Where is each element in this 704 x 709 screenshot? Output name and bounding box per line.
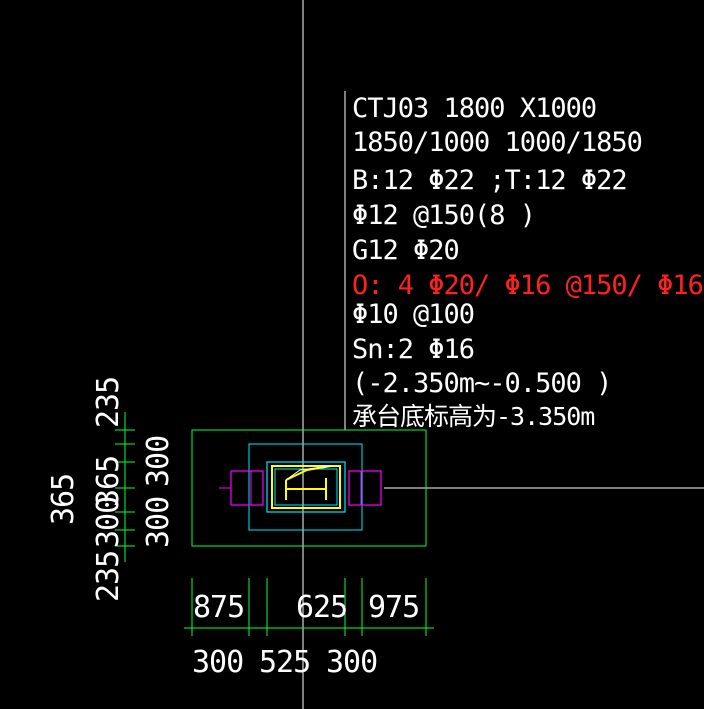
annotation-line-3: B:12 Φ22 ;T:12 Φ22 [352, 165, 627, 196]
left-dimension-ticks [115, 429, 135, 547]
annotation-line-7: Φ10 @100 [352, 299, 474, 330]
dim-left-outer-top: 235 [91, 377, 126, 428]
rebar-symbol [285, 465, 332, 500]
dim-bottom-top-3: 975 [368, 590, 419, 625]
annotation-block: CTJ03 1800 X1000 1850/1000 1000/1850 B:1… [352, 93, 704, 431]
dim-left-outer-bottom: 235 [91, 551, 126, 602]
bottom-dimension-texts: 875 625 975 300 525 300 [192, 590, 420, 680]
right-side-block[interactable] [348, 470, 382, 506]
dim-bottom-bottom-1: 300 [192, 645, 243, 680]
beam-outline[interactable] [248, 443, 363, 531]
pile-cap-outline[interactable] [191, 429, 427, 547]
column-inner-outline [271, 465, 341, 509]
dim-bottom-bottom-3: 300 [326, 645, 377, 680]
annotation-line-9: (-2.350m~-0.500 ) [352, 368, 611, 399]
rebar-hook [285, 465, 332, 481]
column-outer-outline[interactable] [266, 461, 346, 513]
annotation-line-1: CTJ03 1800 X1000 [352, 93, 596, 124]
annotation-line-2: 1850/1000 1000/1850 [352, 127, 642, 158]
dim-left-outer-middle: 365 [46, 474, 81, 525]
dim-bottom-top-1: 875 [193, 590, 244, 625]
annotation-line-10: 承台底标高为-3.350m [352, 402, 594, 431]
dim-left-inner-3: 300 [91, 497, 126, 548]
annotation-line-8: Sn:2 Φ16 [352, 334, 474, 365]
dim-left-inner-2: 300 [141, 436, 176, 487]
left-side-block[interactable] [230, 470, 264, 506]
annotation-line-4: Φ12 @150(8 ) [352, 200, 535, 231]
dim-bottom-bottom-2: 525 [259, 645, 310, 680]
annotation-line-6: O: 4 Φ20/ Φ16 @150/ Φ16 @150 [352, 270, 704, 301]
left-dimension-texts: 235 365 235 365 300 300 300 [46, 377, 176, 602]
bottom-dimension-ticks [191, 578, 427, 636]
dim-bottom-top-2: 625 [296, 590, 347, 625]
dim-left-inner-1: 365 [91, 456, 126, 507]
dim-left-innermost: 300 [141, 497, 176, 548]
annotation-line-5: G12 Φ20 [352, 235, 459, 266]
column-core [274, 468, 338, 506]
